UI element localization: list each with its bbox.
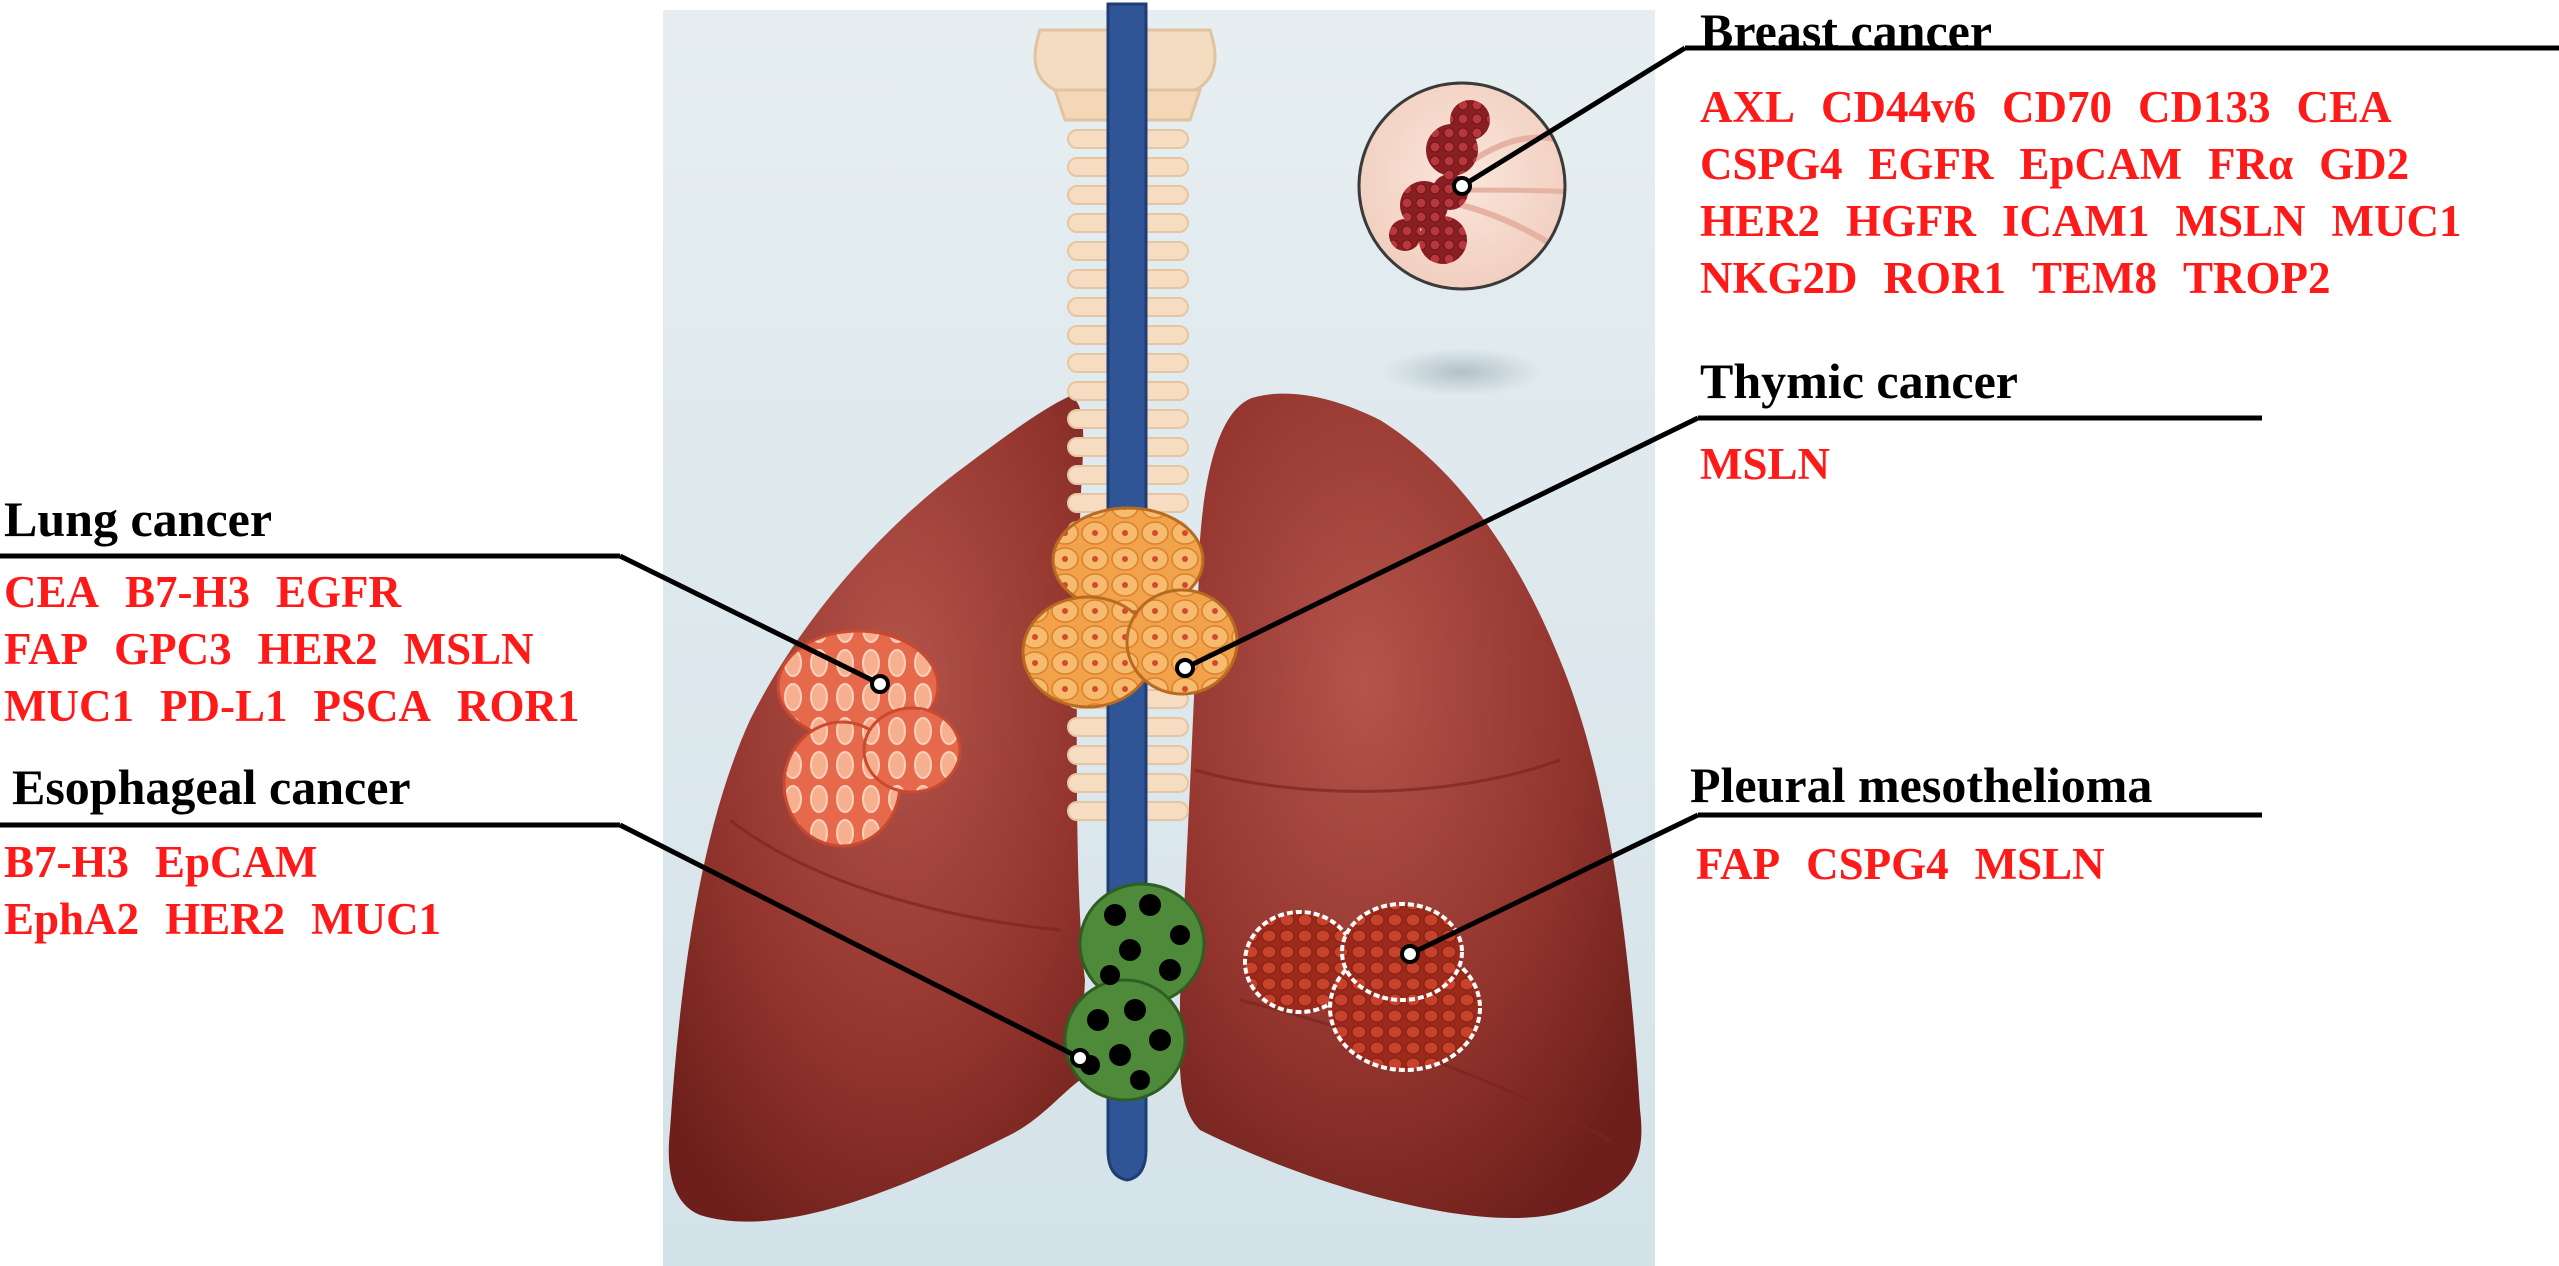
marker-label: MUC1 bbox=[4, 681, 134, 731]
marker-label: HER2 bbox=[1700, 196, 1821, 246]
thymic-endpoint-dot bbox=[1175, 658, 1195, 678]
right-lung-fissure-upper bbox=[1194, 758, 1561, 793]
marker-label: EpCAM bbox=[2019, 139, 2183, 189]
marker-label: NKG2D bbox=[1700, 253, 1858, 303]
marker-label: EphA2 bbox=[4, 894, 140, 944]
pleural-endpoint-dot bbox=[1400, 944, 1420, 964]
thymic-leader-line bbox=[1183, 415, 1700, 671]
marker-label: PD-L1 bbox=[159, 681, 288, 731]
pleural-mesothelioma-title: Pleural mesothelioma bbox=[1690, 757, 2153, 813]
breast-circle-shadow bbox=[1382, 348, 1542, 396]
breast-leader-line bbox=[1460, 45, 1687, 189]
marker-label: CSPG4 bbox=[1806, 839, 1949, 889]
marker-label: MSLN bbox=[403, 624, 534, 674]
esophageal-cancer-title: Esophageal cancer bbox=[12, 759, 411, 815]
marker-label: EGFR bbox=[1868, 139, 1994, 189]
marker-row: NKG2D ROR1 TEM8 TROP2 bbox=[1700, 250, 2487, 307]
marker-label: HER2 bbox=[257, 624, 378, 674]
lung-tumor bbox=[776, 629, 962, 848]
marker-label: PSCA bbox=[313, 681, 431, 731]
lung-leader-line bbox=[618, 553, 882, 687]
breast-cancer-markers: AXL CD44v6 CD70 CD133 CEA CSPG4 EGFR EpCAM FRα GD… bbox=[1700, 79, 2487, 307]
marker-label: FAP bbox=[4, 624, 89, 674]
marker-label: AXL bbox=[1700, 82, 1796, 132]
marker-row: MSLN bbox=[1700, 436, 1856, 493]
marker-label: ROR1 bbox=[456, 681, 580, 731]
marker-label: ICAM1 bbox=[2002, 196, 2150, 246]
lung-cancer-title: Lung cancer bbox=[4, 491, 273, 547]
leader-lines bbox=[0, 45, 2559, 1061]
thymic-tumor bbox=[1021, 506, 1239, 709]
marker-label: MSLN bbox=[1700, 439, 1831, 489]
leader-endpoints bbox=[870, 176, 1472, 1068]
marker-label: CEA bbox=[4, 567, 100, 617]
marker-row: B7-H3 EpCAM bbox=[4, 834, 467, 891]
marker-label: CEA bbox=[2296, 82, 2392, 132]
marker-row: MUC1 PD-L1 PSCA ROR1 bbox=[4, 678, 605, 735]
pleural-tumor bbox=[1243, 902, 1482, 1072]
lung-cancer-markers: CEA B7-H3 EGFR FAP GPC3 HER2 MSLN MUC1 PD-L1 PSCA… bbox=[4, 564, 605, 735]
marker-label: CD44v6 bbox=[1821, 82, 1977, 132]
marker-label: CSPG4 bbox=[1700, 139, 1843, 189]
marker-label: HER2 bbox=[165, 894, 286, 944]
esophageal-cancer-markers: B7-H3 EpCAM EphA2 HER2 MUC1 bbox=[4, 834, 467, 948]
marker-label: FRα bbox=[2208, 139, 2294, 189]
marker-label: HGFR bbox=[1846, 196, 1977, 246]
marker-label: TEM8 bbox=[2032, 253, 2158, 303]
esophageal-endpoint-dot bbox=[1070, 1048, 1090, 1068]
marker-row: AXL CD44v6 CD70 CD133 CEA bbox=[1700, 79, 2487, 136]
marker-label: CD70 bbox=[2002, 82, 2113, 132]
thymic-cancer-markers: MSLN bbox=[1700, 436, 1856, 493]
marker-label: MSLN bbox=[2175, 196, 2306, 246]
marker-row: HER2 HGFR ICAM1 MSLN MUC1 bbox=[1700, 193, 2487, 250]
pleural-leader-line bbox=[1408, 812, 1700, 957]
marker-label: GPC3 bbox=[114, 624, 232, 674]
marker-label: FAP bbox=[1696, 839, 1781, 889]
marker-row: FAP GPC3 HER2 MSLN bbox=[4, 621, 605, 678]
marker-label: TROP2 bbox=[2183, 253, 2331, 303]
marker-row: EphA2 HER2 MUC1 bbox=[4, 891, 467, 948]
marker-label: EpCAM bbox=[155, 837, 318, 887]
esophageal-leader-line bbox=[618, 822, 1082, 1061]
marker-label: MSLN bbox=[1974, 839, 2105, 889]
marker-label: MUC1 bbox=[2331, 196, 2462, 246]
breast-cancer-title: Breast cancer bbox=[1700, 3, 1993, 59]
marker-label: EGFR bbox=[276, 567, 402, 617]
marker-row: CSPG4 EGFR EpCAM FRα GD2 bbox=[1700, 136, 2487, 193]
right-lung bbox=[1179, 393, 1642, 1219]
marker-row: CEA B7-H3 EGFR bbox=[4, 564, 605, 621]
marker-label: GD2 bbox=[2319, 139, 2410, 189]
marker-row: FAP CSPG4 MSLN bbox=[1696, 836, 2131, 893]
marker-label: B7-H3 bbox=[4, 837, 130, 887]
lung-endpoint-dot bbox=[870, 674, 890, 694]
pleural-mesothelioma-markers: FAP CSPG4 MSLN bbox=[1696, 836, 2131, 893]
breast-endpoint-dot bbox=[1452, 176, 1472, 196]
marker-label: MUC1 bbox=[311, 894, 442, 944]
marker-label: B7-H3 bbox=[125, 567, 251, 617]
marker-label: CD133 bbox=[2138, 82, 2271, 132]
left-lung-fissure bbox=[729, 818, 1061, 932]
esophageal-tumor bbox=[1063, 882, 1206, 1102]
thymic-cancer-title: Thymic cancer bbox=[1700, 353, 2018, 409]
marker-label: ROR1 bbox=[1883, 253, 2007, 303]
